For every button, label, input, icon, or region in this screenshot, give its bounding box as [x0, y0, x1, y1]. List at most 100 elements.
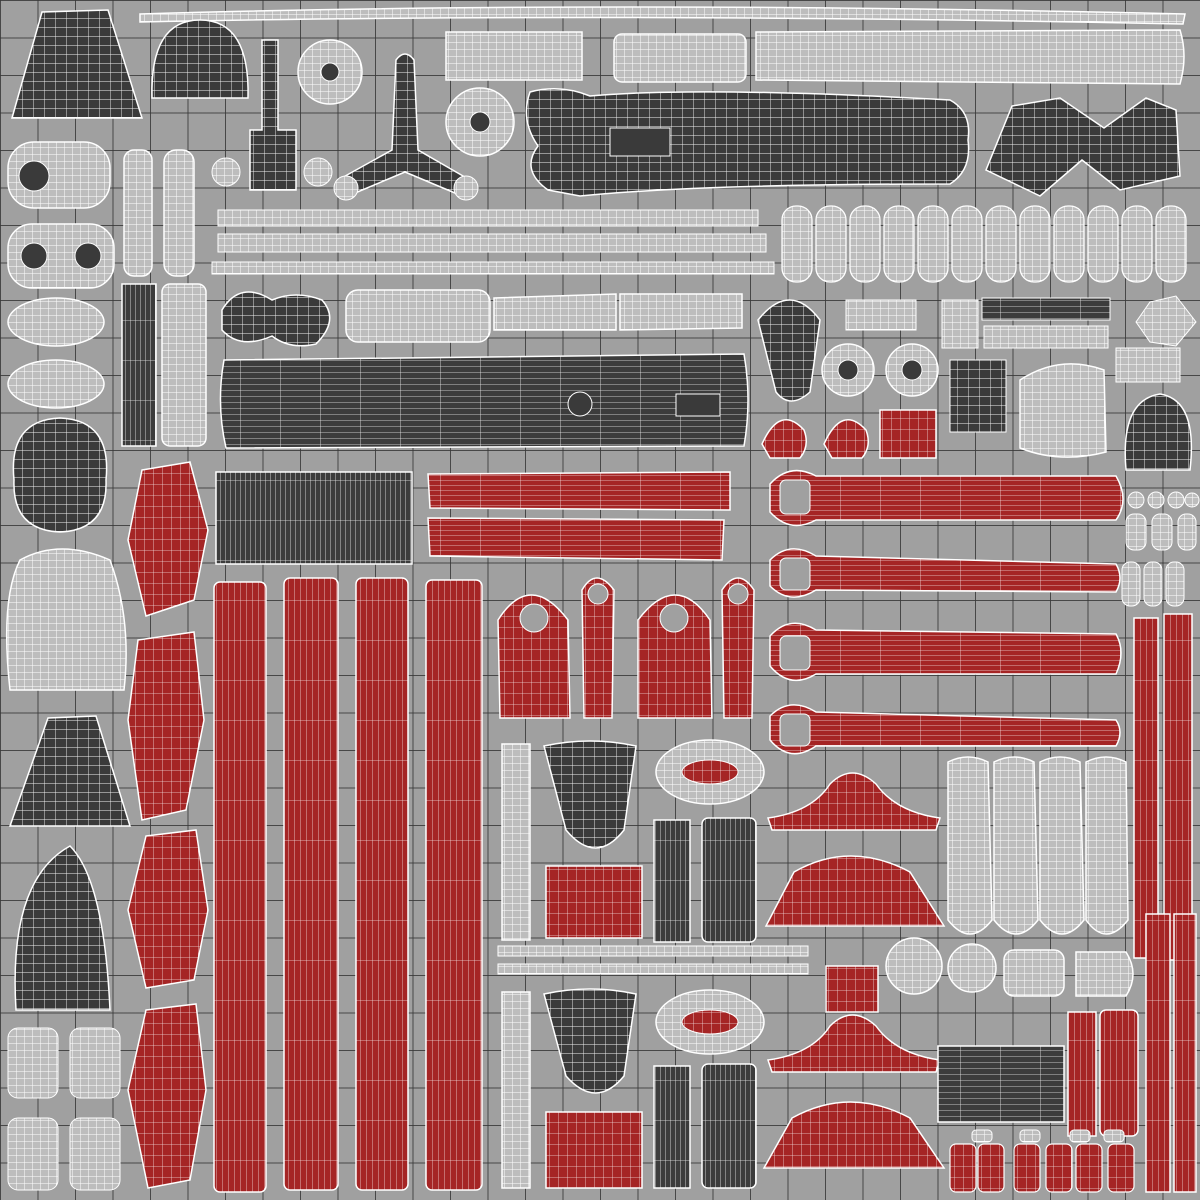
uv-island-part [951, 205, 983, 283]
uv-island [1003, 949, 1065, 997]
uv-island [1075, 951, 1134, 997]
uv-island-part [949, 1143, 977, 1193]
uv-island-part [779, 635, 811, 671]
uv-island [825, 965, 879, 1013]
uv-island-part [567, 391, 593, 417]
uv-island-part [1013, 1143, 1041, 1193]
uv-island-part [1155, 205, 1187, 283]
uv-island [345, 289, 491, 343]
uv-island [7, 223, 115, 289]
uv-island [163, 149, 195, 277]
uv-island [211, 261, 775, 275]
uv-island [762, 1101, 946, 1169]
uv-island [543, 740, 637, 849]
uv-island-part [727, 583, 749, 605]
uv-island [937, 1045, 1065, 1123]
uv-island-part [74, 242, 102, 270]
uv-island [217, 233, 767, 253]
uv-island [755, 29, 1185, 85]
uv-island [721, 577, 755, 719]
uv-island [941, 299, 979, 349]
uv-island [497, 945, 809, 957]
uv-island [501, 743, 531, 941]
uv-island [525, 88, 970, 197]
uv-island-part [20, 242, 48, 270]
uv-island [11, 9, 144, 119]
uv-island [1019, 363, 1107, 458]
uv-island [981, 297, 1111, 321]
uv-island [7, 297, 105, 347]
uv-island [127, 1003, 207, 1189]
uv-island-part [303, 157, 333, 187]
uv-island [983, 325, 1109, 349]
uv-island-part [781, 205, 813, 283]
uv-island-part [1107, 1143, 1135, 1193]
uv-island [121, 283, 157, 447]
uv-island-part [1019, 205, 1051, 283]
uv-island [12, 417, 108, 533]
uv-island [1145, 913, 1171, 1193]
uv-island [581, 577, 615, 719]
uv-island [497, 963, 809, 975]
uv-island [151, 19, 249, 99]
uv-island-part [1045, 1143, 1073, 1193]
uv-island [1099, 1009, 1139, 1137]
uv-island-part [453, 175, 479, 201]
uv-island-part [779, 479, 811, 515]
uv-island [985, 97, 1181, 197]
uv-island-part [681, 759, 739, 785]
uv-island [701, 817, 757, 943]
uv-island-part [849, 205, 881, 283]
uv-island [215, 471, 413, 565]
uv-island-part [320, 62, 340, 82]
uv-island [249, 39, 297, 191]
uv-island [497, 594, 571, 719]
uv-island [947, 943, 997, 993]
uv-island [1135, 295, 1197, 347]
uv-island [764, 855, 946, 927]
uv-island-part [1143, 561, 1163, 607]
uv-island-part [1019, 1129, 1041, 1143]
uv-island-part [1147, 491, 1165, 509]
uv-island-part [837, 359, 859, 381]
uv-island-part [769, 622, 1122, 682]
uv-island [1067, 1011, 1097, 1137]
uv-island [1133, 617, 1159, 959]
uv-island [161, 283, 207, 447]
uv-island-part [917, 205, 949, 283]
uv-island-part [469, 111, 491, 133]
uv-island-part [993, 756, 1039, 935]
uv-island [1115, 347, 1181, 383]
uv-island-part [769, 548, 1121, 598]
uv-island [619, 293, 743, 331]
uv-island [501, 991, 531, 1189]
uv-island-part [1053, 205, 1085, 283]
uv-island-part [1087, 205, 1119, 283]
uv-island-part [779, 713, 811, 747]
uv-island [1124, 393, 1193, 471]
uv-island-part [1121, 561, 1141, 607]
uv-island [543, 988, 637, 1094]
uv-island-part [947, 756, 993, 935]
uv-island-part [977, 1143, 1005, 1193]
uv-island [493, 293, 617, 331]
uv-island [283, 577, 339, 1191]
uv-island [69, 1117, 121, 1191]
uv-island-part [675, 393, 721, 417]
uv-island-part [18, 160, 50, 192]
uv-island [221, 291, 331, 347]
uv-island-part [1167, 491, 1185, 509]
uv-island-part [1069, 1129, 1091, 1143]
uv-island-part [681, 1009, 739, 1035]
uv-island [355, 577, 409, 1191]
uv-island [427, 517, 725, 561]
uv-island [213, 581, 267, 1193]
uv-island [7, 359, 105, 409]
uv-island [885, 937, 943, 995]
uv-island [425, 579, 483, 1191]
uv-island [545, 865, 643, 939]
uv-island-part [1177, 513, 1197, 551]
uv-island [127, 631, 205, 821]
uv-island [653, 819, 691, 943]
